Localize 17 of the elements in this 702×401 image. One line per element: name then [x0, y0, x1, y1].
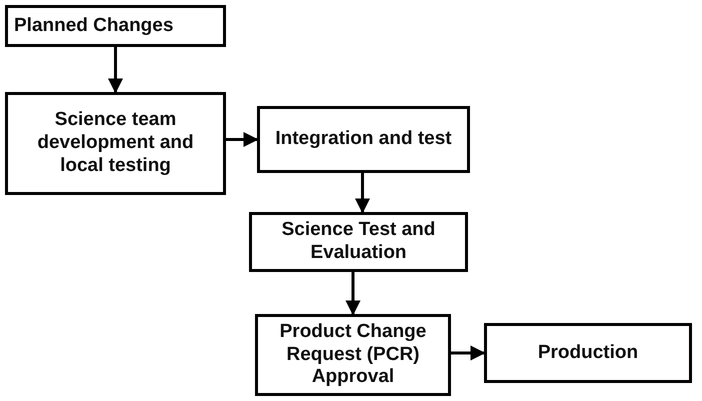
arrow — [451, 346, 486, 360]
process-box — [257, 106, 470, 173]
process-box — [255, 314, 451, 396]
arrow — [226, 132, 258, 147]
box-label: Science Test and Evaluation — [280, 219, 436, 265]
arrow — [355, 173, 370, 214]
process-box — [249, 212, 468, 272]
box-label: Science team development and local testing — [36, 109, 195, 178]
arrow — [108, 47, 123, 94]
box-label: Integration and test — [275, 128, 452, 151]
process-box — [5, 5, 226, 47]
box-label: Product Change Request (PCR) Approval — [278, 320, 428, 390]
process-box — [484, 323, 692, 383]
process-box — [5, 92, 226, 195]
arrow — [346, 272, 360, 316]
box-label: Production — [538, 342, 638, 364]
box-label: Planned Changes — [14, 14, 174, 38]
